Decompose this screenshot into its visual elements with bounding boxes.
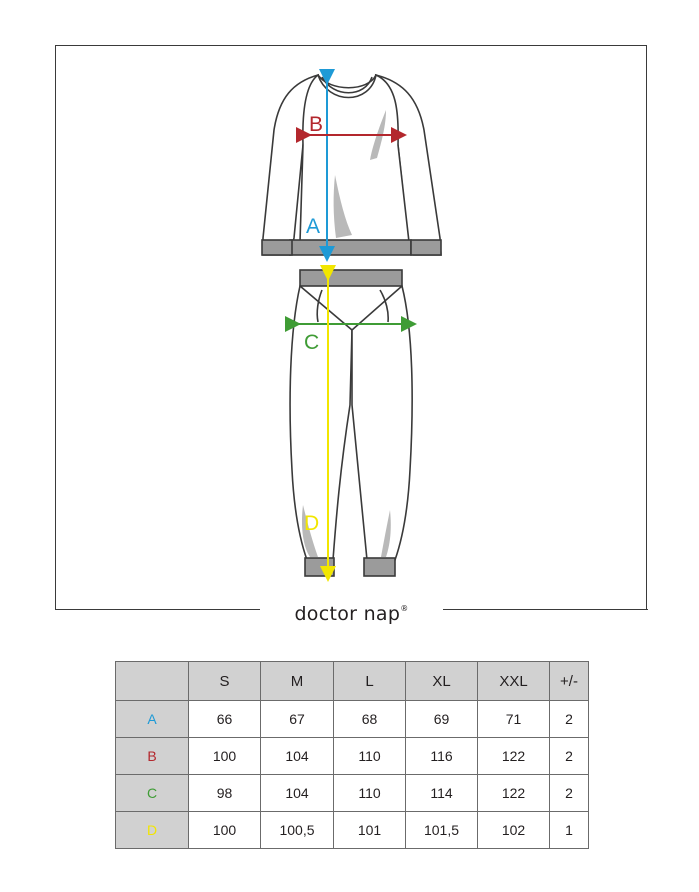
header-corner	[115, 661, 189, 701]
table-cell: 110	[333, 737, 406, 775]
header-size-m: M	[260, 661, 334, 701]
row-label-c: C	[115, 774, 189, 812]
table-cell: 66	[188, 700, 261, 738]
header-tolerance: +/-	[549, 661, 589, 701]
label-a: A	[306, 215, 320, 238]
size-table-header: S M L XL XXL +/-	[115, 661, 589, 701]
brand-logo: doctor nap®	[294, 603, 409, 625]
row-label-b: B	[115, 737, 189, 775]
table-cell: 2	[549, 774, 589, 812]
frame-bottom-right-line	[443, 609, 648, 610]
table-cell: 114	[405, 774, 478, 812]
header-size-l: L	[333, 661, 406, 701]
table-row: A 66 67 68 69 71 2	[115, 700, 589, 738]
table-cell: 2	[549, 737, 589, 775]
table-cell: 104	[260, 737, 334, 775]
table-cell: 98	[188, 774, 261, 812]
header-size-s: S	[188, 661, 261, 701]
table-cell: 100,5	[260, 811, 334, 849]
size-table: S M L XL XXL +/- A 66 67 68 69 71 2 B 10…	[115, 661, 589, 849]
table-cell: 102	[477, 811, 550, 849]
table-cell: 71	[477, 700, 550, 738]
table-cell: 68	[333, 700, 406, 738]
table-row: B 100 104 110 116 122 2	[115, 737, 589, 775]
table-cell: 100	[188, 811, 261, 849]
table-cell: 110	[333, 774, 406, 812]
row-label-d: D	[115, 811, 189, 849]
table-cell: 101	[333, 811, 406, 849]
table-row: C 98 104 110 114 122 2	[115, 774, 589, 812]
row-label-a: A	[115, 700, 189, 738]
header-size-xxl: XXL	[477, 661, 550, 701]
table-cell: 122	[477, 774, 550, 812]
table-cell: 116	[405, 737, 478, 775]
table-cell: 100	[188, 737, 261, 775]
table-cell: 101,5	[405, 811, 478, 849]
table-cell: 122	[477, 737, 550, 775]
label-b: B	[309, 113, 323, 136]
label-d: D	[304, 512, 319, 535]
header-size-xl: XL	[405, 661, 478, 701]
diagram-frame	[55, 45, 647, 610]
table-cell: 1	[549, 811, 589, 849]
table-cell: 2	[549, 700, 589, 738]
table-cell: 69	[405, 700, 478, 738]
table-row: D 100 100,5 101 101,5 102 1	[115, 811, 589, 849]
table-cell: 104	[260, 774, 334, 812]
table-cell: 67	[260, 700, 334, 738]
label-c: C	[304, 331, 319, 354]
frame-bottom-left-line	[55, 609, 260, 610]
sweatshirt-drawing	[261, 73, 442, 256]
